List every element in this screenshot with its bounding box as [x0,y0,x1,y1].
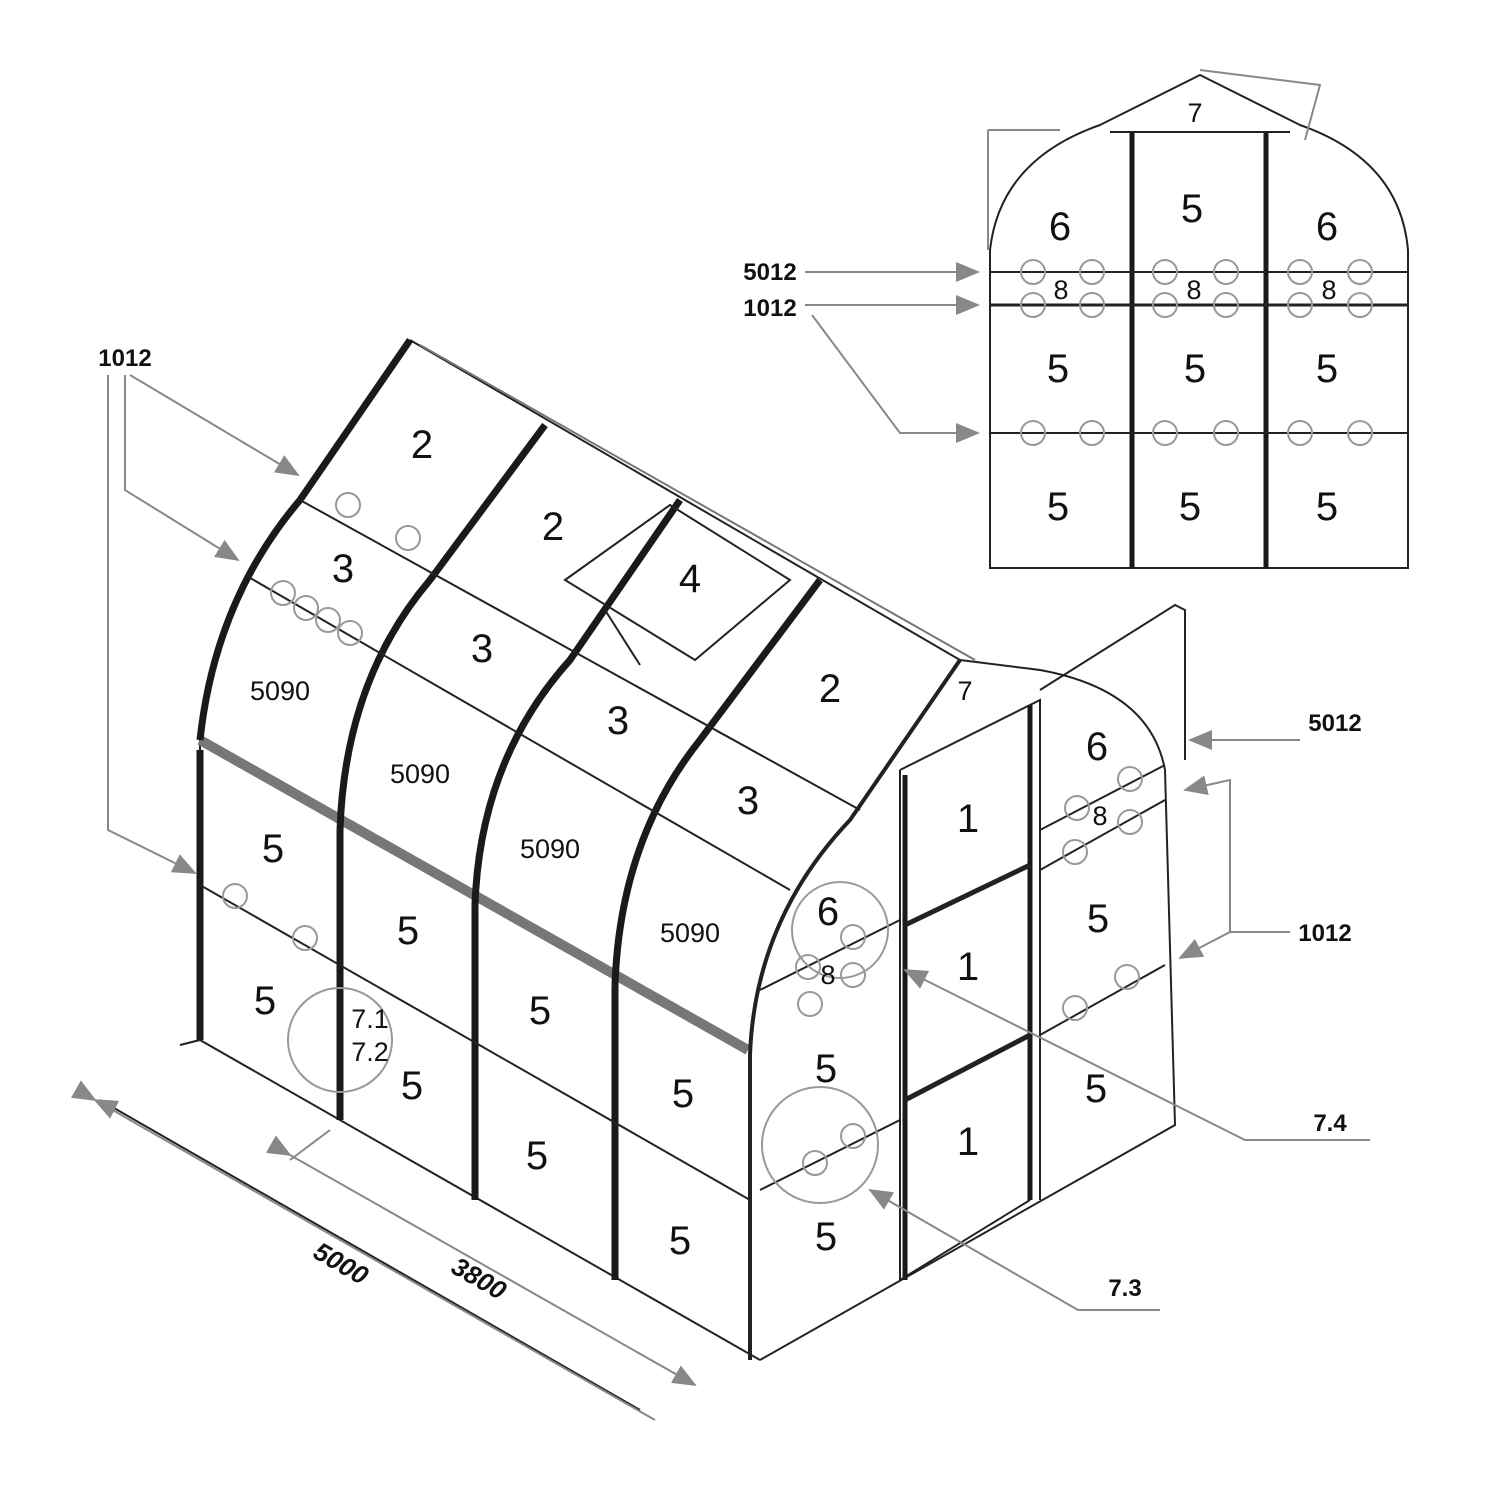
inset-panel-label: 5 [1316,485,1338,529]
inset-gable-drawing [805,69,1409,569]
roof-panel-label: 2 [411,423,433,467]
dimension-length: 5000 [308,1236,374,1291]
roof-panel-label: 2 [542,505,564,549]
roof-panel-label: 3 [737,779,759,823]
roof-lower-label: 5090 [520,834,580,864]
side-panel-label: 5 [401,1064,423,1108]
inset-clip-label: 8 [1053,275,1068,305]
side-panel-label: 5 [526,1134,548,1178]
callout-7-3: 7.3 [1108,1275,1141,1302]
roof-panel-label: 3 [332,547,354,591]
gable-panel-label: 6 [1086,725,1108,769]
detail-label: 7.2 [351,1037,389,1067]
door-panel-label: 1 [957,797,979,841]
vent-panel-label: 4 [679,557,701,601]
side-panel-label: 5 [397,909,419,953]
inset-panel-label: 5 [1181,187,1203,231]
roof-lower-label: 5090 [390,759,450,789]
inset-panel-label: 5 [1047,347,1069,391]
detail-label: 7.1 [351,1004,389,1034]
side-panel-label: 5 [254,979,276,1023]
roof-lower-label: 5090 [250,676,310,706]
side-panel-label: 5 [262,827,284,871]
roof-panel-label: 2 [819,667,841,711]
inset-panel-label: 5 [1179,485,1201,529]
inset-panel-label: 5 [1184,347,1206,391]
door-panel-label: 1 [957,1120,979,1164]
gable-panel-label: 6 [817,890,839,934]
gable-top-label: 7 [957,676,972,706]
callout-5012-right: 5012 [1308,710,1361,737]
clip-label: 8 [820,960,835,990]
dimension-width: 3800 [446,1251,512,1306]
callout-1012-left: 1012 [98,345,151,372]
side-panel-label: 5 [669,1219,691,1263]
inset-clip-label: 8 [1186,275,1201,305]
inset-panel-label: 6 [1316,205,1338,249]
roof-panel-label: 3 [607,699,629,743]
inset-callout-5012: 5012 [743,259,796,286]
inset-panel-label: 6 [1049,205,1071,249]
clip-label: 8 [1092,801,1107,831]
door-panel-label: 1 [957,945,979,989]
side-panel-label: 5 [529,989,551,1033]
inset-clip-label: 8 [1321,275,1336,305]
gable-panel-label: 5 [815,1215,837,1259]
gable-panel-label: 5 [815,1047,837,1091]
gable-panel-label: 5 [1085,1067,1107,1111]
gable-panel-label: 5 [1087,897,1109,941]
callout-7-4: 7.4 [1313,1110,1347,1137]
roof-panel-label: 3 [471,627,493,671]
inset-callout-1012: 1012 [743,295,796,322]
greenhouse-drawing [95,338,1370,1421]
side-panel-label: 5 [672,1072,694,1116]
inset-top-label: 7 [1187,98,1202,128]
roof-lower-label: 5090 [660,918,720,948]
callout-1012-right: 1012 [1298,920,1351,947]
inset-panel-label: 5 [1047,485,1069,529]
inset-panel-label: 5 [1316,347,1338,391]
